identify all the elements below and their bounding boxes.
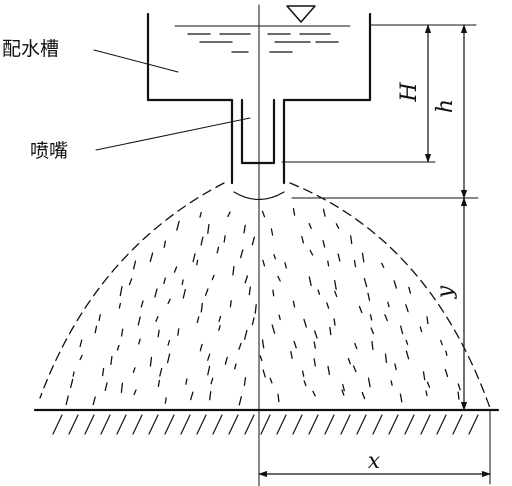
y-label: y: [433, 285, 458, 299]
nozzle-label: 喷嘴: [30, 140, 68, 162]
water-ripples: [187, 33, 339, 53]
H-label: H: [397, 82, 422, 103]
tank-leader-line: [93, 49, 179, 73]
jet-envelope-right: [289, 182, 491, 409]
extension-lines: [281, 24, 491, 485]
spray-droplets: [65, 207, 461, 406]
water-level-icon: [286, 5, 316, 23]
tank-label: 配水槽: [2, 38, 59, 60]
jet-envelope-left: [39, 182, 225, 399]
nozzle-leader-line: [95, 117, 251, 151]
h-label: h: [433, 99, 458, 113]
x-label: x: [368, 449, 381, 474]
nozzle: [240, 98, 276, 165]
ground-hatching: [52, 414, 479, 435]
jet-curve: [233, 191, 285, 201]
water-tank: [146, 12, 372, 185]
